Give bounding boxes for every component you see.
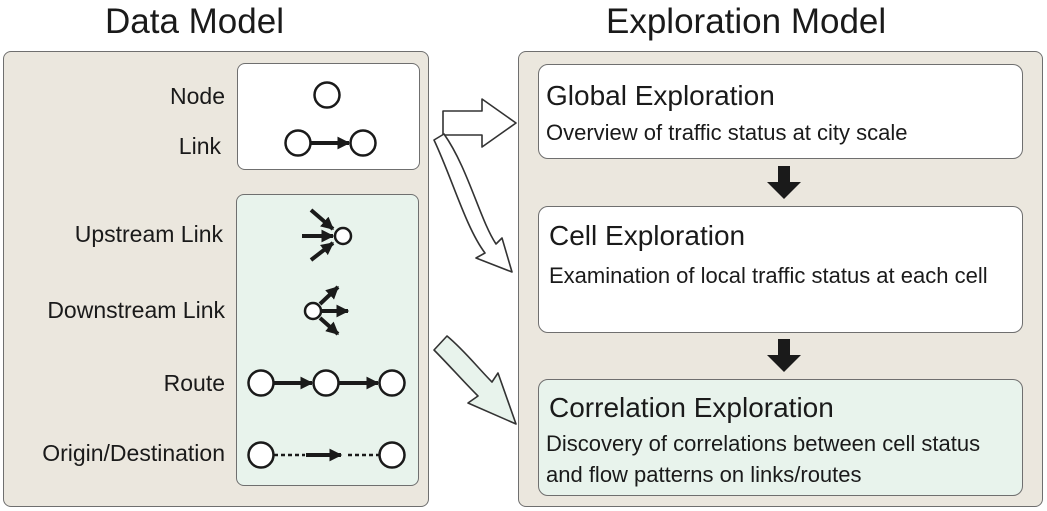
cell-to-correlation-arrow-icon <box>767 339 801 372</box>
route-label: Route <box>163 370 225 396</box>
origin-destination-glyph <box>247 441 406 469</box>
link-label: Link <box>178 133 221 159</box>
to-correlation-arrow-icon <box>433 335 517 425</box>
node-glyph <box>313 81 341 109</box>
downstream-link-label: Downstream Link <box>47 297 225 323</box>
exploration-model-heading: Exploration Model <box>606 2 887 41</box>
downstream-link-glyph <box>303 285 350 336</box>
global-to-cell-arrow-icon <box>767 166 801 199</box>
to-global-arrow-icon <box>442 98 517 148</box>
basic-elements-box <box>237 63 420 170</box>
cell-exploration-description: Examination of local traffic status at e… <box>549 263 988 288</box>
global-exploration-box: Global Exploration Overview of traffic s… <box>538 64 1023 159</box>
upstream-link-glyph <box>302 208 353 262</box>
to-cell-arrow-icon <box>433 133 513 273</box>
global-exploration-description: Overview of traffic status at city scale <box>546 120 908 145</box>
correlation-exploration-description: Discovery of correlations between cell s… <box>546 431 981 487</box>
cell-exploration-title: Cell Exploration <box>549 220 746 251</box>
route-glyph <box>247 369 406 397</box>
cell-exploration-box: Cell Exploration Examination of local tr… <box>538 206 1023 333</box>
data-model-heading: Data Model <box>105 2 284 41</box>
origin-destination-label: Origin/Destination <box>42 440 225 466</box>
correlation-exploration-title: Correlation Exploration <box>549 392 834 423</box>
correlation-exploration-box: Correlation Exploration Discovery of cor… <box>538 379 1023 496</box>
node-label: Node <box>170 83 225 109</box>
global-exploration-title: Global Exploration <box>546 80 775 111</box>
upstream-link-label: Upstream Link <box>74 221 223 247</box>
link-glyph <box>284 129 377 157</box>
